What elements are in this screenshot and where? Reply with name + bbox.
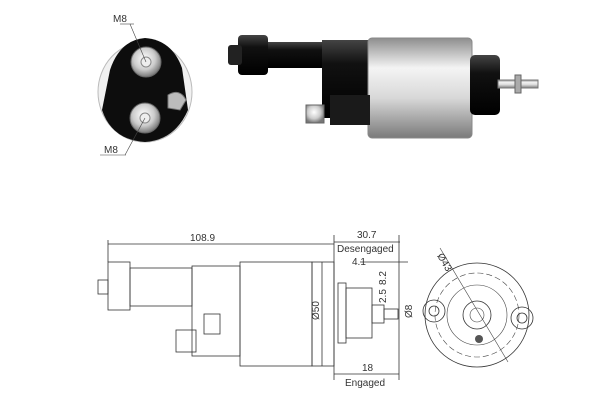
plunger-depth-label: 8.2 <box>378 271 389 285</box>
terminal-top-label: M8 <box>113 14 127 25</box>
plunger-diameter-label: Ø8 <box>404 304 415 318</box>
desengaged-length-label: 30.7 <box>357 230 377 241</box>
side-view-drawing: 108.9 30.7 Desengaged 4.1 8.2 2.5 Ø8 Ø50… <box>97 230 415 389</box>
solenoid-body <box>367 37 473 139</box>
engaged-length-label: 18 <box>362 363 374 374</box>
plunger-step-label: 2.5 <box>378 289 389 303</box>
stroke-offset-label: 4.1 <box>352 257 366 268</box>
engaged-label: Engaged <box>345 378 385 389</box>
body-diameter-label: Ø50 <box>311 301 322 320</box>
overall-length-label: 108.9 <box>190 233 215 244</box>
desengaged-label: Desengaged <box>337 244 394 255</box>
end-view-drawing: Ø43 <box>422 247 534 368</box>
flange-diameter-label: Ø43 <box>434 252 453 274</box>
side-view-photo <box>228 35 539 139</box>
end-view-photo: M8 M8 <box>97 14 193 156</box>
terminal-bottom-label: M8 <box>104 145 118 156</box>
